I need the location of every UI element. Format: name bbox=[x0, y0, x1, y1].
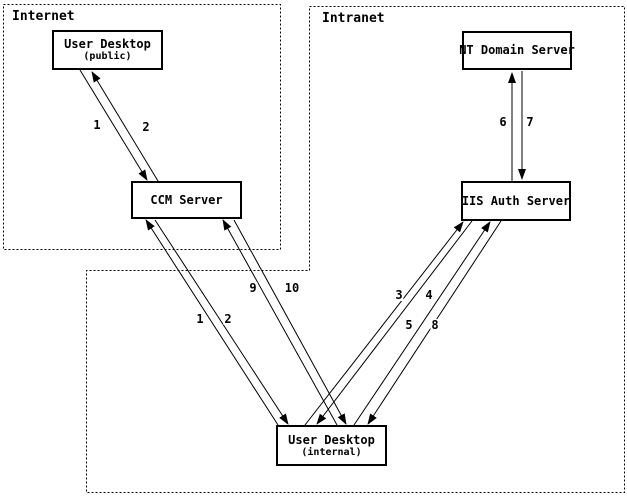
edge-label-step-2-public: 2 bbox=[141, 120, 151, 134]
edge-line-2-ccm-to-internal-desktop bbox=[154, 219, 289, 425]
edge-label-step-8: 8 bbox=[430, 318, 440, 332]
edge-line-1-public-desktop-to-ccm bbox=[79, 69, 148, 181]
edge-label-step-7: 7 bbox=[525, 115, 535, 129]
edge-line-4-iis-to-internal-desktop bbox=[316, 220, 473, 425]
edge-label-step-4: 4 bbox=[424, 288, 434, 302]
edge-label-step-1-internal: 1 bbox=[195, 312, 205, 326]
internet-zone-border bbox=[3, 4, 281, 250]
edge-line-9-internal-desktop-to-ccm bbox=[222, 219, 338, 426]
edge-label-step-6: 6 bbox=[498, 115, 508, 129]
edge-line-10-ccm-to-internal-desktop bbox=[233, 219, 347, 425]
edge-label-step-10: 10 bbox=[283, 281, 301, 295]
node-ccm-server: CCM Server bbox=[131, 181, 242, 219]
node-nt-domain-server: NT Domain Server bbox=[459, 31, 575, 70]
node-user-desktop-public: User Desktop (public) bbox=[52, 30, 163, 70]
internet-zone-label: Internet bbox=[12, 9, 75, 24]
node-user-desktop-internal: User Desktop (internal) bbox=[276, 425, 387, 466]
node-title: NT Domain Server bbox=[459, 43, 575, 57]
edge-label-step-2-internal: 2 bbox=[223, 312, 233, 326]
edge-line-2-ccm-to-public-desktop bbox=[91, 71, 159, 182]
edge-label-step-3: 3 bbox=[394, 288, 404, 302]
edge-label-step-9: 9 bbox=[248, 281, 258, 295]
edge-label-step-5: 5 bbox=[404, 318, 414, 332]
intranet-zone-border bbox=[86, 6, 625, 493]
node-title: User Desktop bbox=[64, 37, 151, 51]
edge-line-5-internal-desktop-to-iis bbox=[353, 221, 491, 426]
intranet-zone-label: Intranet bbox=[322, 11, 385, 26]
edge-line-3-internal-desktop-to-iis bbox=[304, 221, 464, 426]
edge-line-1-internal-desktop-to-ccm bbox=[145, 219, 279, 426]
node-title: IIS Auth Server bbox=[461, 193, 571, 208]
node-title: User Desktop bbox=[288, 432, 375, 447]
node-subtitle: (public) bbox=[83, 51, 132, 62]
edge-label-step-1-public: 1 bbox=[92, 118, 102, 132]
node-title: CCM Server bbox=[150, 192, 223, 207]
node-subtitle: (internal) bbox=[301, 446, 362, 458]
node-iis-auth-server: IIS Auth Server bbox=[461, 181, 571, 221]
